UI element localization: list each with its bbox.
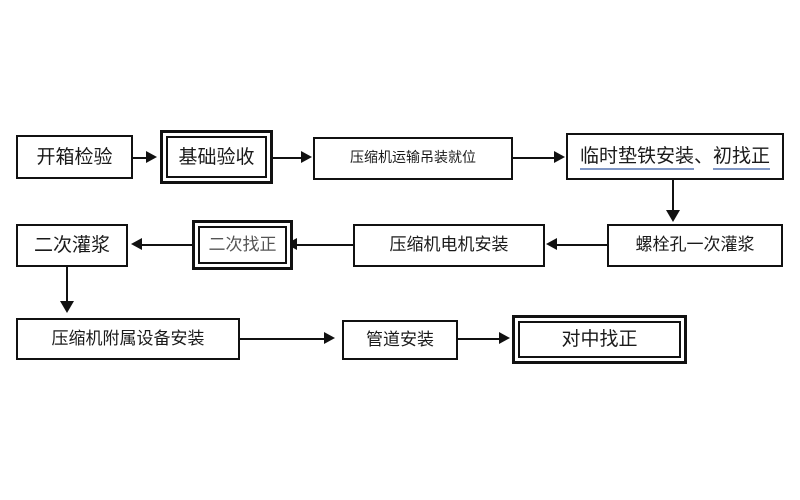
node-label-group: 临时垫铁安装、初找正: [579, 145, 771, 171]
node-label: 管道安装: [366, 329, 434, 350]
node-fushu-shebei-anzhuang[interactable]: 压缩机附属设备安装: [16, 318, 240, 360]
node-label: 压缩机电机安装: [389, 235, 509, 256]
arrow-n10-to-n11: [499, 332, 510, 344]
node-label: 压缩机附属设备安装: [51, 328, 205, 349]
node-linshi-diantie-anzhuang-chuzhaozheng[interactable]: 临时垫铁安装、初找正: [566, 133, 784, 180]
node-luoshuankong-yici-guanjiang[interactable]: 螺栓孔一次灌浆: [607, 224, 783, 267]
node-label-separator: 、: [693, 145, 713, 168]
arrow-n1-to-n2: [146, 151, 157, 163]
connector-n9-to-n10: [240, 338, 326, 340]
node-label: 二次找正: [208, 234, 277, 255]
connector-n7-to-n8: [142, 244, 192, 246]
node-label: 开箱检验: [36, 145, 113, 168]
node-yasuoji-dianji-anzhuang[interactable]: 压缩机电机安装: [353, 224, 545, 267]
node-duizhong-zhaozheng[interactable]: 对中找正: [512, 315, 687, 364]
node-label: 螺栓孔一次灌浆: [635, 235, 755, 256]
arrow-n7-to-n8: [131, 238, 142, 250]
node-erci-guanjiang[interactable]: 二次灌浆: [16, 224, 128, 267]
arrow-n9-to-n10: [324, 332, 335, 344]
arrow-n8-to-n9: [60, 301, 74, 313]
node-inner-frame: 二次找正: [198, 226, 287, 264]
node-kaixiang-jianyan[interactable]: 开箱检验: [16, 135, 133, 179]
connector-n3-to-n4: [513, 157, 557, 159]
connector-n10-to-n11: [458, 338, 502, 340]
arrow-n4-to-n5: [666, 210, 680, 222]
connector-n2-to-n3: [273, 157, 303, 159]
node-label: 基础验收: [178, 145, 255, 168]
arrow-n3-to-n4: [554, 151, 565, 163]
node-guandao-anzhuang[interactable]: 管道安装: [342, 320, 458, 360]
connector-n8-to-n9: [66, 267, 68, 303]
node-label: 对中找正: [561, 328, 638, 351]
node-jichu-yanshou[interactable]: 基础验收: [160, 130, 273, 184]
node-inner-frame: 对中找正: [518, 321, 681, 358]
arrow-n5-to-n6: [546, 238, 557, 250]
connector-n4-to-n5: [672, 180, 674, 212]
node-label-part2: 初找正: [713, 145, 771, 171]
connector-n5-to-n6: [557, 244, 608, 246]
connector-n6-to-n7: [297, 244, 354, 246]
connector-n1-to-n2: [133, 157, 149, 159]
node-label: 压缩机运输吊装就位: [350, 149, 476, 166]
node-yunshu-diaozhuang-jiuwei[interactable]: 压缩机运输吊装就位: [313, 137, 513, 180]
arrow-n2-to-n3: [301, 151, 312, 163]
node-erci-zhaozheng[interactable]: 二次找正: [192, 220, 293, 270]
node-label-part1: 临时垫铁安装: [579, 145, 694, 171]
node-label: 二次灌浆: [33, 234, 110, 257]
node-inner-frame: 基础验收: [166, 136, 267, 178]
